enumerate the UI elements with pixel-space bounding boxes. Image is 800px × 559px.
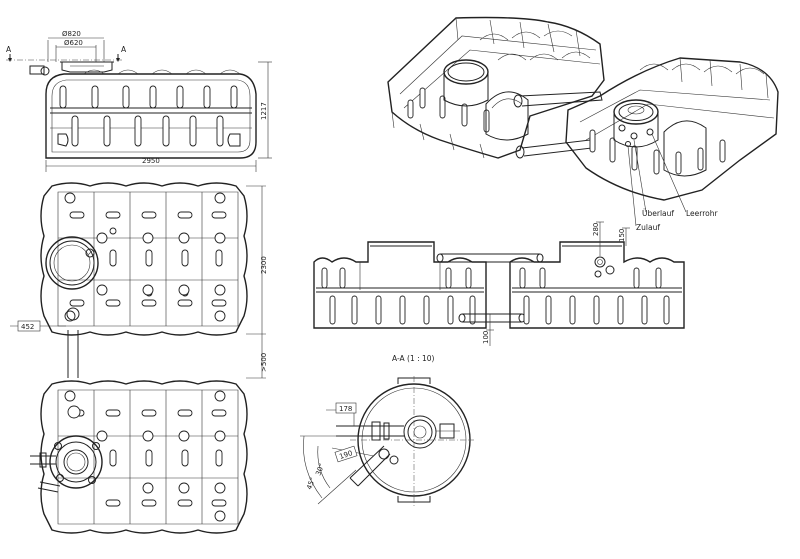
dim-inlet-height: 150 (618, 229, 626, 242)
dim-angle-45: 45° (305, 476, 317, 490)
dim-spacing: >500 (260, 353, 268, 372)
dim-diameter-outer: Ø820 (62, 30, 81, 38)
front-elevation-view: Ø820 Ø620 A A 1217 2950 (6, 30, 272, 172)
dim-angle-30: 30° (314, 462, 326, 476)
dim-height: 1217 (260, 102, 268, 120)
dim-radius-178: 178 (339, 405, 352, 413)
dim-overflow-height: 280 (592, 223, 600, 236)
plan-tank-upper (40, 182, 248, 378)
section-title: A-A (1 : 10) (392, 354, 435, 363)
section-mark-left: A (6, 45, 12, 54)
dim-pipe-height: 100 (482, 331, 490, 344)
dim-diameter-inner: Ø620 (64, 39, 83, 47)
dim-width: 2300 (260, 256, 268, 274)
isometric-view: Überlauf Zulauf Leerrohr (387, 16, 779, 232)
dim-length: 2950 (142, 157, 160, 165)
plan-tank-lower (30, 380, 248, 534)
dim-radius-190: 190 (338, 449, 353, 461)
plan-view: 452 2300 >500 (10, 182, 268, 534)
label-ueberlauf: Überlauf (642, 209, 674, 218)
dim-offset-left: 452 (21, 323, 34, 331)
section-mark-right: A (121, 45, 127, 54)
side-elevation-view: 280 150 100 (313, 221, 685, 346)
label-zulauf: Zulauf (636, 223, 660, 232)
label-leerrohr: Leerrohr (686, 209, 718, 218)
section-view: A-A (1 : 10) 178 190 (300, 354, 474, 506)
